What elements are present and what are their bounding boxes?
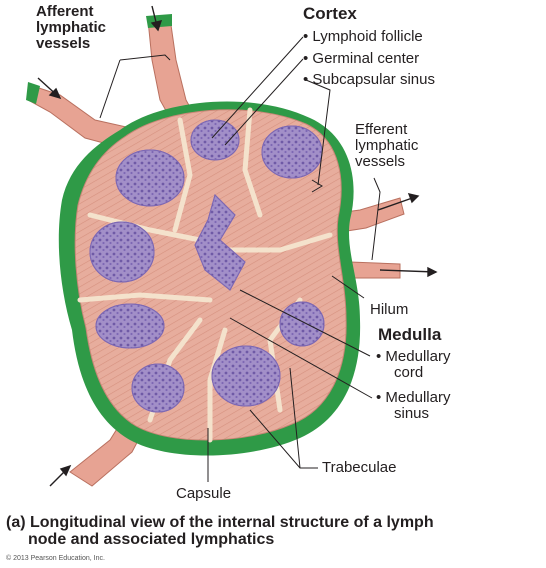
caption-line-2: node and associated lymphatics xyxy=(28,531,275,548)
medulla-heading: Medulla xyxy=(378,325,442,344)
hilum-label: Hilum xyxy=(370,301,409,318)
caption-line-1: (a) Longitudinal view of the internal st… xyxy=(6,514,434,531)
trabeculae-label: Trabeculae xyxy=(322,459,397,476)
afferent-vessel-left xyxy=(26,82,141,151)
capsule-label: Capsule xyxy=(176,485,232,502)
afferent-line-1: Afferent xyxy=(36,3,94,20)
germinal-center-label: • Germinal center xyxy=(303,50,420,67)
medullary-cord-line-2: cord xyxy=(394,364,424,381)
medullary-sinus-label: • Medullary sinus xyxy=(376,390,450,422)
flow-arrows xyxy=(37,5,438,487)
copyright-notice: © 2013 Pearson Education, Inc. xyxy=(6,555,105,562)
efferent-line-1: Efferent xyxy=(355,121,408,138)
medullary-sinus-line-1: • Medullary xyxy=(376,389,451,406)
efferent-line-2: lymphatic xyxy=(355,137,419,154)
cortex-heading: Cortex xyxy=(303,4,357,23)
efferent-line-3: vessels xyxy=(355,153,406,170)
afferent-line-2: lymphatic xyxy=(36,19,107,36)
medullary-cord-line-1: • Medullary xyxy=(376,348,451,365)
lymphoid-follicles xyxy=(89,119,325,413)
lymphoid-follicle-label: • Lymphoid follicle xyxy=(303,28,423,45)
subcapsular-sinus-label: • Subcapsular sinus xyxy=(303,71,435,88)
medullary-sinus-line-2: sinus xyxy=(394,405,430,422)
medullary-cord-label: • Medullary cord xyxy=(376,349,450,381)
afferent-lymphatic-vessels-label: Afferent lymphatic vessels xyxy=(36,4,106,52)
figure-caption: (a) Longitudinal view of the internal st… xyxy=(6,514,434,548)
leader-lines xyxy=(99,36,381,482)
afferent-line-3: vessels xyxy=(36,35,91,52)
efferent-lymphatic-vessels-label: Efferent lymphatic vessels xyxy=(355,122,418,170)
